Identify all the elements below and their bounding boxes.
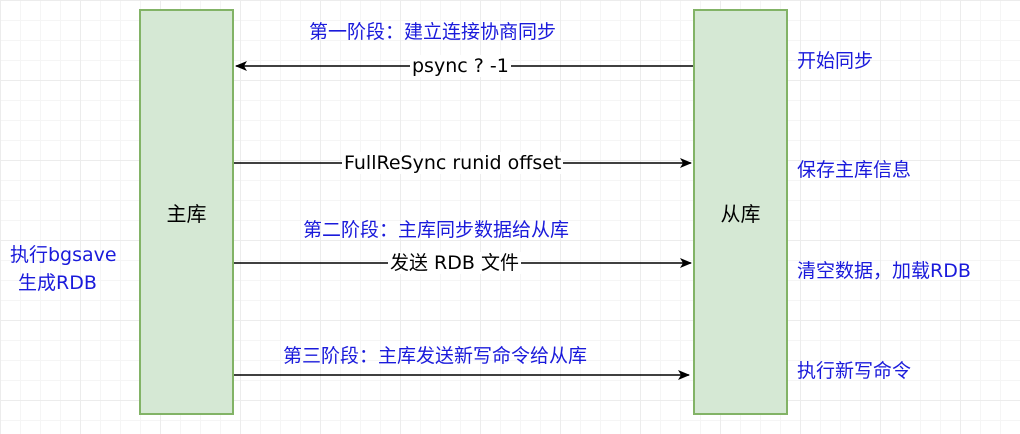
- slave-note-load-rdb: 清空数据，加载RDB: [797, 260, 971, 282]
- fullresync-label: FullReSync runid offset: [342, 152, 564, 174]
- slave-note-exec-cmd: 执行新写命令: [797, 360, 912, 382]
- psync-label: psync ? -1: [410, 55, 511, 77]
- phase-2-title: 第二阶段：主库同步数据给从库: [303, 219, 570, 241]
- phase-1-title: 第一阶段：建立连接协商同步: [309, 21, 557, 43]
- master-label: 主库: [166, 201, 207, 226]
- master-note-rdb: 生成RDB: [18, 272, 97, 294]
- master-note-bgsave: 执行bgsave: [10, 244, 117, 266]
- slave-note-save-info: 保存主库信息: [797, 159, 912, 181]
- send-rdb-label: 发送 RDB 文件: [388, 252, 521, 274]
- slave-label: 从库: [720, 201, 761, 226]
- master-node: 主库: [139, 9, 234, 415]
- slave-note-start-sync: 开始同步: [797, 50, 874, 72]
- phase-3-title: 第三阶段：主库发送新写命令给从库: [283, 345, 588, 367]
- slave-node: 从库: [693, 9, 788, 415]
